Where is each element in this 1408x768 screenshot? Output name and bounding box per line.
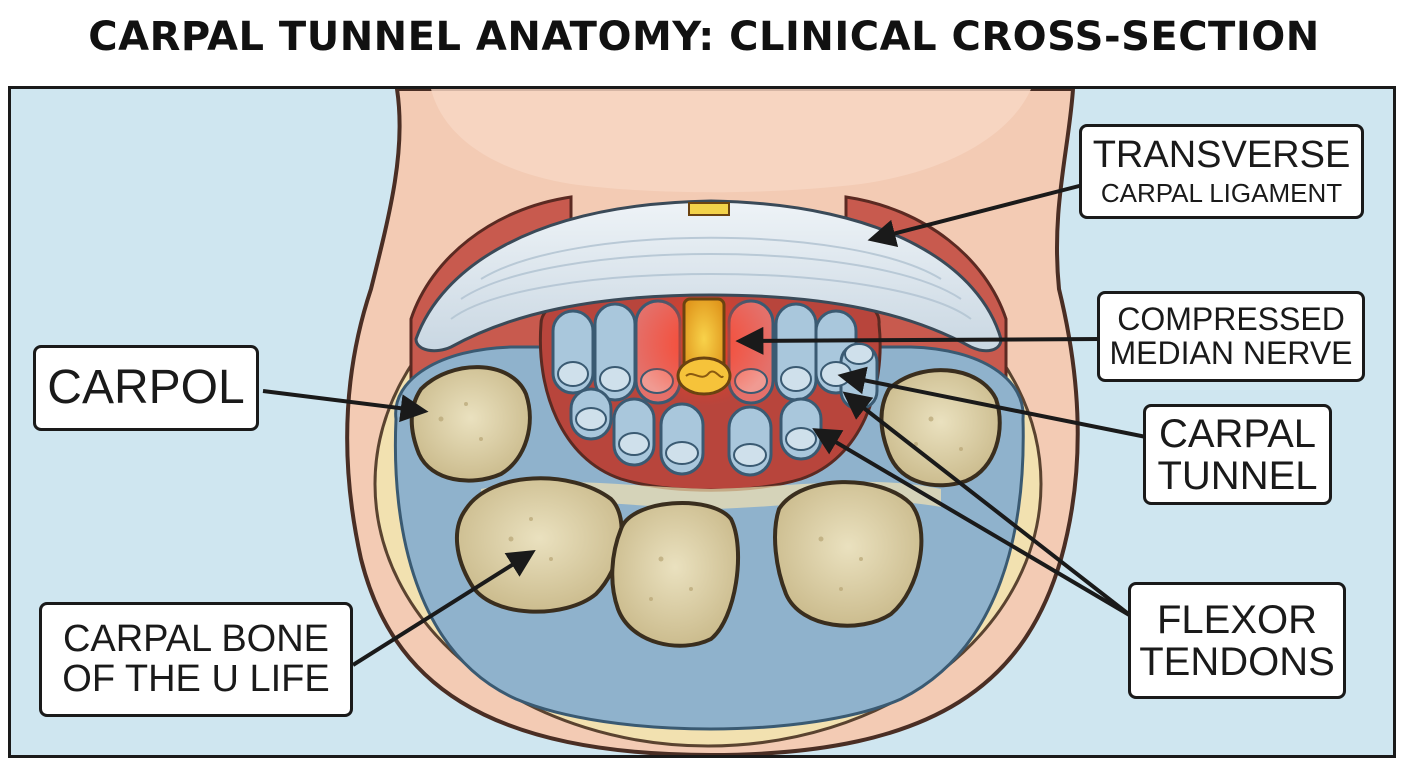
arrow-icon bbox=[262, 183, 1147, 667]
label-line: TUNNEL bbox=[1157, 453, 1318, 498]
arrow-bone bbox=[351, 550, 536, 667]
label-line: TRANSVERSE bbox=[1092, 133, 1351, 176]
label-line: CARPAL LIGAMENT bbox=[1100, 177, 1343, 208]
arrow-ligament bbox=[867, 183, 1084, 247]
label-line: MEDIAN NERVE bbox=[1109, 334, 1353, 371]
arrow-flexor-1 bbox=[842, 391, 1133, 618]
label-line: OF THE U LIFE bbox=[62, 657, 330, 700]
label-line: FLEXOR bbox=[1156, 597, 1318, 642]
label-compressed-median-nerve: COMPRESSED MEDIAN NERVE bbox=[1097, 291, 1365, 382]
carpal-bone-icon bbox=[409, 365, 1002, 648]
arrow-nerve bbox=[735, 326, 1102, 355]
median-nerve-icon bbox=[676, 297, 732, 396]
label-carpal-tunnel: CARPAL TUNNEL bbox=[1143, 404, 1332, 505]
arrow-flexor-2 bbox=[812, 428, 1133, 618]
label-transverse-carpal-ligament: TRANSVERSE CARPAL LIGAMENT bbox=[1079, 124, 1364, 219]
label-line: CARPAL bbox=[1158, 411, 1317, 456]
label-line: COMPRESSED bbox=[1117, 300, 1345, 337]
label-carpal-bone: CARPAL BONE OF THE U LIFE bbox=[39, 602, 353, 717]
arrow-carpol bbox=[262, 389, 429, 423]
label-flexor-tendons: FLEXOR TENDONS bbox=[1128, 582, 1346, 699]
label-line: TENDONS bbox=[1139, 639, 1335, 684]
label-carpol: CARPOL bbox=[33, 345, 259, 431]
transverse-carpal-ligament bbox=[414, 199, 1003, 353]
label-line: CARPAL BONE bbox=[62, 617, 330, 660]
arrow-tunnel bbox=[837, 366, 1147, 439]
wrist-cross-section-illustration bbox=[262, 89, 1147, 755]
label-line: CARPOL bbox=[47, 360, 245, 414]
page-title: CARPAL TUNNEL ANATOMY: CLINICAL CROSS-SE… bbox=[88, 14, 1320, 60]
